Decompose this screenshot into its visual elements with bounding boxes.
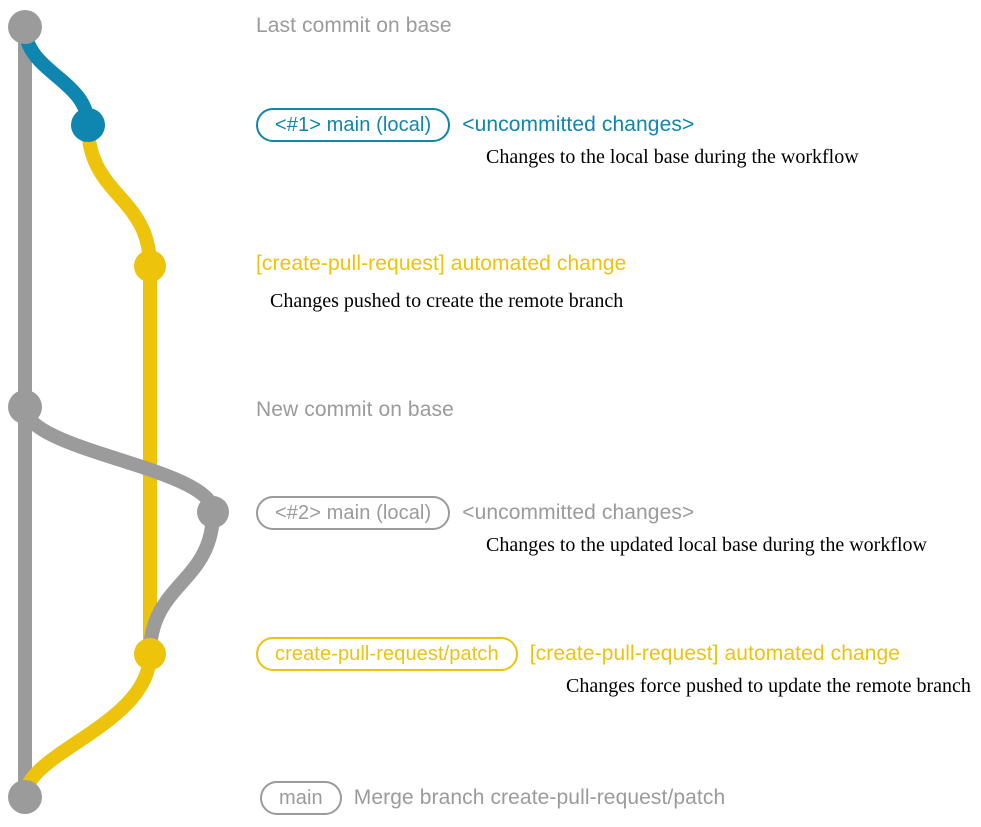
commit-node-local-2[interactable]	[197, 496, 229, 528]
ref-pill-main[interactable]: main	[260, 781, 342, 815]
commit-node-pr-create[interactable]	[134, 250, 166, 282]
ref-pill-label-main: main	[279, 787, 323, 809]
commit-message-last-commit-on-base: Last commit on base	[256, 14, 452, 37]
commit-message-local-commit-2: <uncommitted changes>	[462, 501, 695, 524]
gray-branch-to-local2-line	[18, 400, 220, 519]
ref-pill-create-pull-request-patch[interactable]: create-pull-request/patch	[256, 637, 518, 671]
commit-message-local-commit-1: <uncommitted changes>	[462, 113, 695, 136]
commit-row-automated-change-create: [create-pull-request] automated change	[256, 252, 626, 276]
commit-node-pr-force[interactable]	[134, 638, 166, 670]
commit-row-local-commit-1: <#1> main (local) <uncommitted changes>	[256, 108, 694, 142]
commit-row-last-commit-on-base: Last commit on base	[256, 14, 452, 38]
ref-pill-main-local-2[interactable]: <#2> main (local)	[256, 496, 451, 530]
commit-message-new-commit-on-base: New commit on base	[256, 398, 454, 421]
ref-pill-label-create-pull-request-patch: create-pull-request/patch	[275, 643, 499, 665]
commit-node-local-1[interactable]	[71, 108, 105, 142]
amber-branch-from-local-line	[81, 118, 157, 273]
commit-message-automated-change-create: [create-pull-request] automated change	[256, 252, 627, 275]
ref-pill-label-main-local-2: <#2> main (local)	[275, 502, 432, 524]
commit-row-merge-commit: main Merge branch create-pull-request/pa…	[260, 781, 725, 815]
ref-pill-label-main-local-1: <#1> main (local)	[275, 114, 432, 136]
commit-note-automated-change-force: Changes force pushed to update the remot…	[566, 675, 971, 697]
commit-row-automated-change-force: create-pull-request/patch [create-pull-r…	[256, 637, 900, 671]
amber-merge-to-base-line	[18, 647, 157, 804]
gray-local2-to-amber-line	[143, 505, 220, 661]
commit-note-automated-change-create: Changes pushed to create the remote bran…	[270, 290, 624, 312]
commit-node-base-new[interactable]	[8, 390, 42, 424]
commit-note-local-commit-2: Changes to the updated local base during…	[486, 534, 927, 556]
commit-note-local-commit-1: Changes to the local base during the wor…	[486, 146, 859, 168]
commit-node-base-last[interactable]	[8, 10, 42, 44]
commit-message-automated-change-force: [create-pull-request] automated change	[529, 642, 901, 665]
ref-pill-main-local-1[interactable]: <#1> main (local)	[256, 108, 451, 142]
commit-row-local-commit-2: <#2> main (local) <uncommitted changes>	[256, 496, 694, 530]
commit-node-base-merge[interactable]	[8, 780, 42, 814]
commit-message-merge-commit: Merge branch create-pull-request/patch	[353, 786, 726, 809]
commit-row-new-commit-on-base: New commit on base	[256, 398, 454, 422]
